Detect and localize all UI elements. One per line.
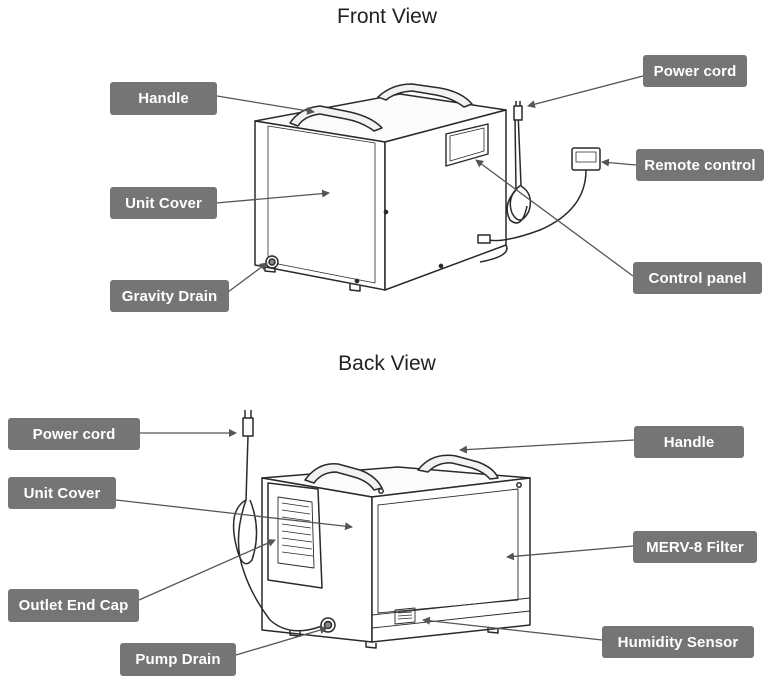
label-back-pump-drain: Pump Drain [120, 643, 236, 676]
label-front-handle: Handle [110, 82, 217, 115]
label-front-gravity-drain: Gravity Drain [110, 280, 229, 312]
label-front-control-panel: Control panel [633, 262, 762, 294]
front-unit-drawing [254, 83, 601, 292]
leader-lines [115, 75, 644, 656]
back-unit-drawing [232, 410, 531, 649]
label-back-humidity-sensor: Humidity Sensor [602, 626, 754, 658]
front-view-title: Front View [337, 5, 437, 28]
label-back-outlet-end-cap: Outlet End Cap [8, 589, 139, 622]
label-back-unit-cover: Unit Cover [8, 477, 116, 509]
label-back-handle: Handle [634, 426, 744, 458]
label-back-power-cord: Power cord [8, 418, 140, 450]
back-view-title: Back View [338, 352, 436, 375]
label-front-power-cord: Power cord [643, 55, 747, 87]
label-back-merv-filter: MERV-8 Filter [633, 531, 757, 563]
label-front-remote-control: Remote control [636, 149, 764, 181]
label-front-unit-cover: Unit Cover [110, 187, 217, 219]
